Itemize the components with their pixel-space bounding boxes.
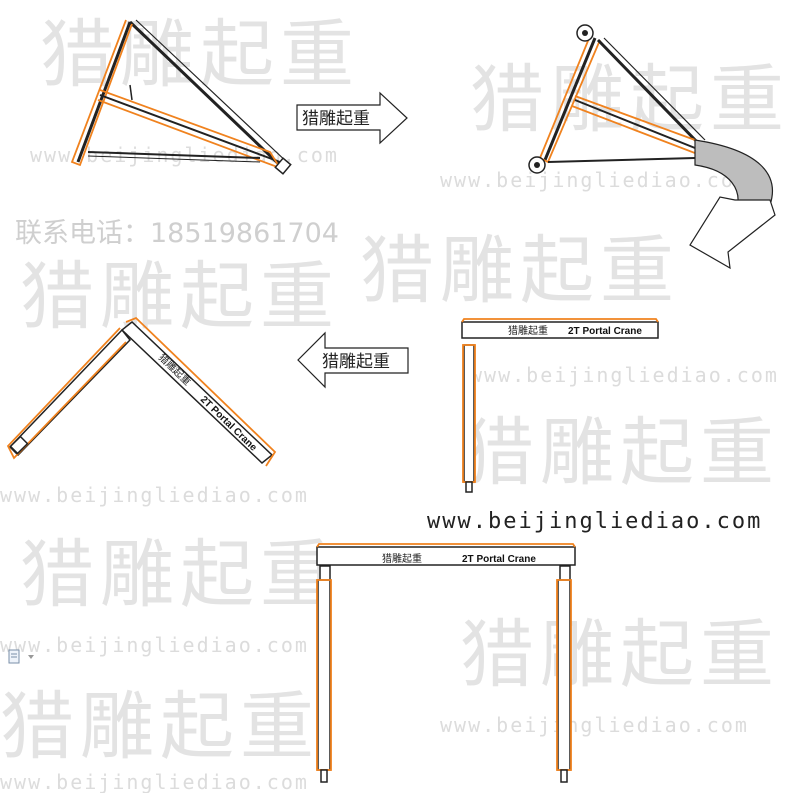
beam-model-label: 2T Portal Crane: [462, 554, 536, 565]
watermark-brand: 猎雕起重: [20, 532, 340, 618]
crane-folded-step2: [528, 24, 776, 270]
watermark-url: www.beijingliediao.com: [440, 168, 749, 192]
watermark-brand: 猎雕起重: [0, 684, 320, 770]
watermark-url: www.beijingliediao.com: [0, 633, 309, 657]
arrow-label: 猎雕起重: [322, 352, 390, 372]
watermark-brand: 猎雕起重: [20, 254, 340, 340]
crane-half-assembled: 猎雕起重 2T Portal Crane: [461, 318, 659, 493]
watermark-phone: 联系电话：18519861704: [15, 218, 339, 249]
arrow-label: 猎雕起重: [302, 109, 370, 129]
arrow-left-step3: 猎雕起重: [297, 331, 409, 389]
watermark-url: www.beijingliediao.com: [440, 713, 749, 737]
watermark-brand: 猎雕起重: [460, 612, 780, 698]
watermark-url: www.beijingliediao.com: [0, 483, 309, 507]
watermark-brand: 猎雕起重: [40, 12, 360, 98]
watermark-url: www.beijingliediao.com: [470, 363, 779, 387]
watermark-brand: 猎雕起重: [460, 410, 780, 496]
crane-folded-step1: [70, 19, 292, 175]
crane-folded-step3: 猎雕起重 2T Portal Crane: [6, 316, 277, 467]
watermark-brand: 猎雕起重: [470, 57, 790, 143]
watermarks: 猎雕起重 www.beijingliediao.com 猎雕起重 www.bei…: [0, 12, 790, 793]
website-url: www.beijingliediao.com: [427, 509, 762, 534]
beam-model-label: 2T Portal Crane: [198, 394, 259, 454]
arrow-right-step1: 猎雕起重: [296, 91, 408, 145]
crane-assembled: 猎雕起重 2T Portal Crane: [316, 543, 576, 783]
watermark-brand: 猎雕起重: [360, 228, 680, 314]
beam-brand-label: 猎雕起重: [382, 552, 422, 565]
beam-model-label: 2T Portal Crane: [568, 326, 642, 337]
watermark-url: www.beijingliediao.com: [0, 770, 309, 793]
beam-brand-label: 猎雕起重: [508, 324, 548, 337]
document-icon[interactable]: [8, 649, 34, 664]
